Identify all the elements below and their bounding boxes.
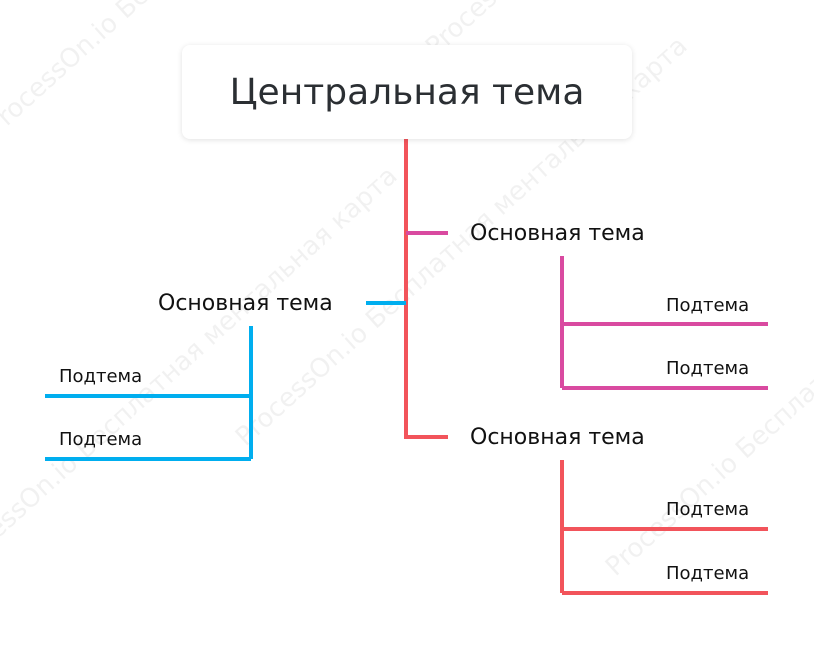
subtopic[interactable]: Подтема <box>666 499 750 520</box>
subtopic[interactable]: Подтема <box>666 358 750 379</box>
main-topic-right-top[interactable]: Основная тема <box>470 221 645 246</box>
main-topic-left[interactable]: Основная тема <box>158 291 333 316</box>
subtopic[interactable]: Подтема <box>59 429 143 450</box>
subtopic[interactable]: Подтема <box>666 563 750 584</box>
central-topic[interactable]: Центральная тема <box>182 45 632 139</box>
main-topic-right-bottom[interactable]: Основная тема <box>470 425 645 450</box>
subtopic[interactable]: Подтема <box>59 366 143 387</box>
subtopic[interactable]: Подтема <box>666 295 750 316</box>
